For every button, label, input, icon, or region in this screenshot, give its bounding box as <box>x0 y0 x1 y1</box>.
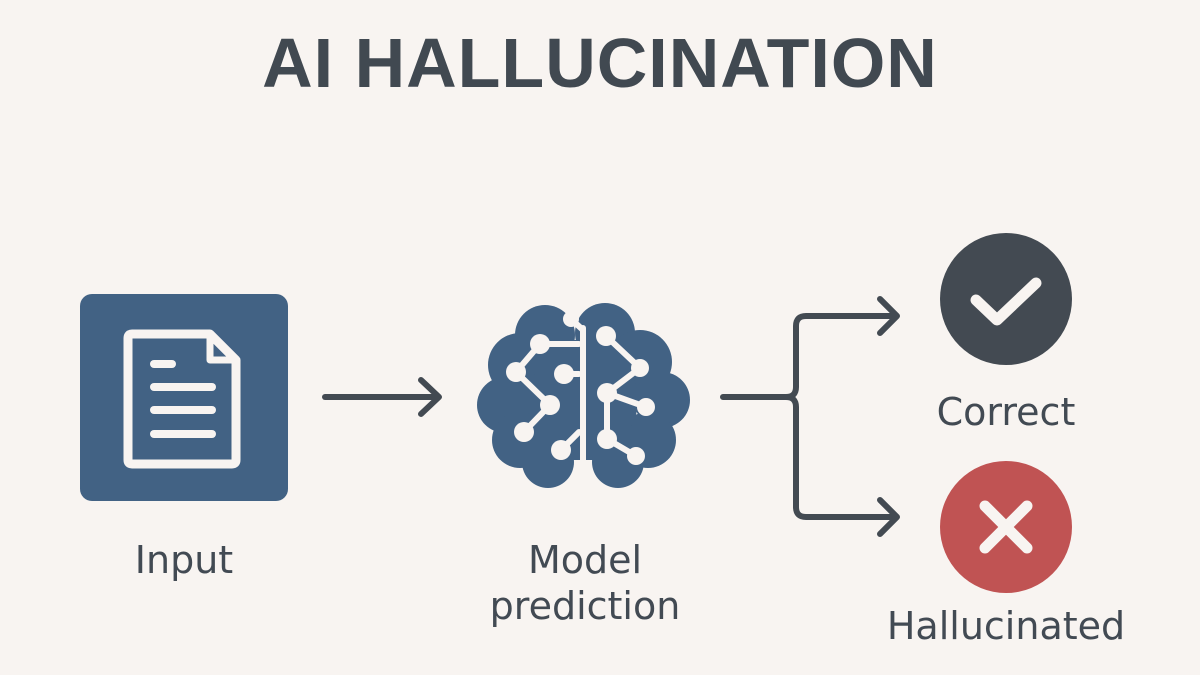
hallucinated-label: Hallucinated <box>886 604 1126 648</box>
model-label-line2: prediction <box>489 584 681 628</box>
input-label: Input <box>134 538 234 582</box>
arrow-input-to-model <box>322 377 442 417</box>
document-icon <box>80 294 288 501</box>
checkmark-icon <box>940 233 1072 365</box>
branch-arrows <box>720 296 900 537</box>
model-label-line1: Model <box>527 538 643 582</box>
brain-network-icon <box>477 303 690 488</box>
correct-label: Correct <box>936 390 1076 434</box>
page-title: AI HALLUCINATION <box>262 24 938 102</box>
x-mark-icon <box>940 461 1072 593</box>
